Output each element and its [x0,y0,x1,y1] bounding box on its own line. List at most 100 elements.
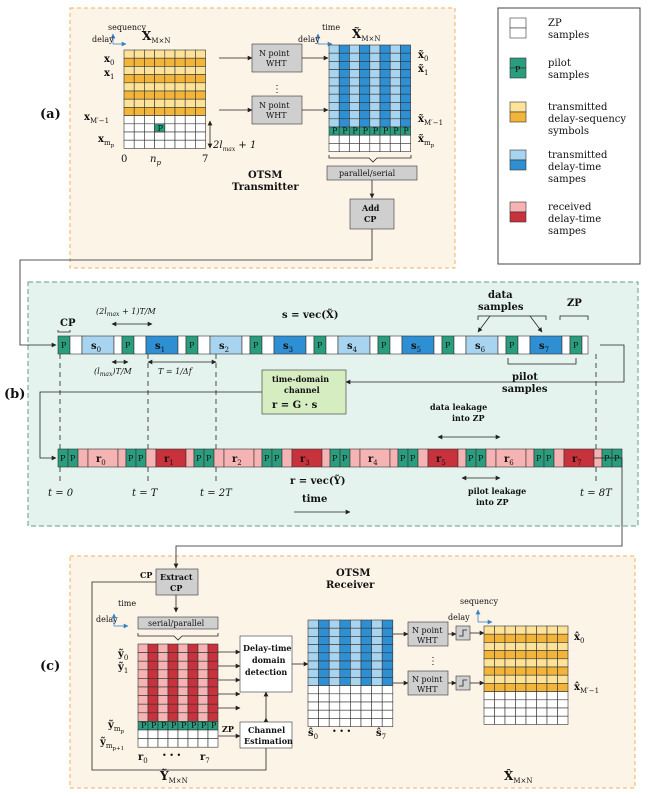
rx-dt-cell [157,660,169,671]
tx-dt-cell [359,134,371,144]
rx-xhat-cell [536,674,548,684]
tx-ds-cell [144,82,155,92]
rx-xhat-cell [483,666,495,676]
tx-ds-cell [184,49,196,59]
rx-xhat-cell [515,699,527,709]
rx-shat-cell [318,619,330,629]
rx-xhat-cell [536,683,548,692]
ch-channel-label-1: time-domain [272,374,329,384]
tx-dt-cell [369,134,381,144]
tx-ds-cell [164,107,176,116]
tx-dt-cell [400,93,411,103]
rx-shat-cell [381,718,394,727]
tx-ds-cell [123,139,135,149]
rx-xhat-cell [525,707,537,717]
tx-row-x0: x0 [104,54,114,67]
rx-dt-cell [157,652,169,662]
tx-dt-pilot-symbol: P [363,127,369,136]
tx-dt-cell [379,93,391,103]
rx-shat-cell [318,644,330,654]
rx-xhat-cell [557,625,569,635]
rx-dt-cell [157,738,169,748]
tx-dt-cell [338,69,350,79]
legend-swatch-rx-top [509,201,527,213]
tx-dt-cell [328,52,340,62]
rx-xhat-cell [536,658,548,668]
rx-shat-cell [371,644,383,654]
rx-shat-cell [307,677,319,686]
rx-seq-leak [389,448,399,468]
rx-shat-cell [328,644,341,654]
rx-ce-label-2: Estimation [244,736,293,746]
rx-dt-cell [207,660,219,671]
tx-sequency-label: sequency [108,23,146,32]
rx-shat-cell [318,627,330,637]
rx-dt-cell [187,695,199,705]
legend-swatch-pilot-bottom [509,67,527,79]
tx-ds-cell [184,98,196,108]
rx-xhat-cell [515,625,527,635]
legend-swatch-tx-top [509,149,527,161]
rx-shat-cell [371,685,383,695]
tx-ds-cell [133,74,145,84]
rx-xhat-cell [536,699,548,709]
rx-wht-top-label-1: N point [412,626,443,635]
rx-seq-r-label: r7 [572,454,582,467]
tx-dt-cell [369,102,381,111]
rx-col-r7: r7 [200,752,210,765]
rx-dt-cell [197,686,209,696]
rx-seq-pilot-a-symbol: P [128,454,134,463]
ch-data-leak-1: data leakage [430,402,487,412]
rx-seq-pilot-a-symbol: P [332,454,338,463]
tx-ds-cell [195,49,206,59]
rx-xhat-cell [515,658,527,668]
tx-ds-cell [144,123,155,133]
rx-dt-cell [137,695,149,705]
rx-dt-cell [147,695,159,705]
rx-shat-cell [339,644,351,654]
tx-dt-cell [400,52,411,62]
ch-cp-brace [57,330,71,333]
tx-ds-cell [164,49,176,59]
rx-dt-pilot-symbol: P [211,721,217,730]
rx-shat-cell [339,652,351,662]
legend-rx-label-2: delay-time [548,214,601,225]
rx-seq-leak [417,448,429,468]
rx-seq-r-label: r0 [96,454,106,467]
tx-dt-cell [379,44,391,54]
rx-dt-cell [167,669,179,679]
legend-swatch-ds-top [509,101,527,113]
tx-ds-cell [133,49,145,59]
tx-dt-cell [328,44,340,54]
tx-ds-cell [174,74,186,84]
tx-dt-cell [338,143,350,152]
rx-cp-label: CP [140,570,152,580]
tx-seq-zp-gap [69,335,83,355]
tx-ds-cell [123,57,135,67]
rx-seq-pilot-a-symbol: P [604,454,610,463]
rx-dt-cell [187,703,199,714]
rx-seq-pilot-b-symbol: P [410,454,416,463]
rx-xhat-cell [483,699,495,709]
rx-dt-cell [147,703,159,714]
tx-ds-cell [123,131,135,141]
rx-shat-cell [307,636,319,645]
tx-ds-cell [154,131,166,141]
rx-dt-pilot-symbol: P [191,721,197,730]
rx-col-dots: • • • [162,751,181,760]
tx-wht-bottom-label-2: WHT [266,111,287,120]
tx-to-channel-wire [19,229,373,348]
tx-dt-cell [359,77,371,87]
legend-ds-label-1: transmitted [548,102,608,113]
tx-ds-cell [195,90,206,100]
legend: ZPsamplesPpilotsamplestransmitteddelay-s… [497,7,641,265]
tx-dt-cell [349,143,360,152]
rx-xhat-cell [483,691,495,701]
rx-dt-cell [167,686,179,696]
tx-dt-cell [400,143,411,152]
ch-data-samples-brace [477,315,547,320]
tx-dt-cell [379,77,391,87]
tx-seq-zp-gap [517,335,531,355]
tx-ds-cell [154,49,166,59]
tx-ds-pilot-cell [154,123,166,133]
